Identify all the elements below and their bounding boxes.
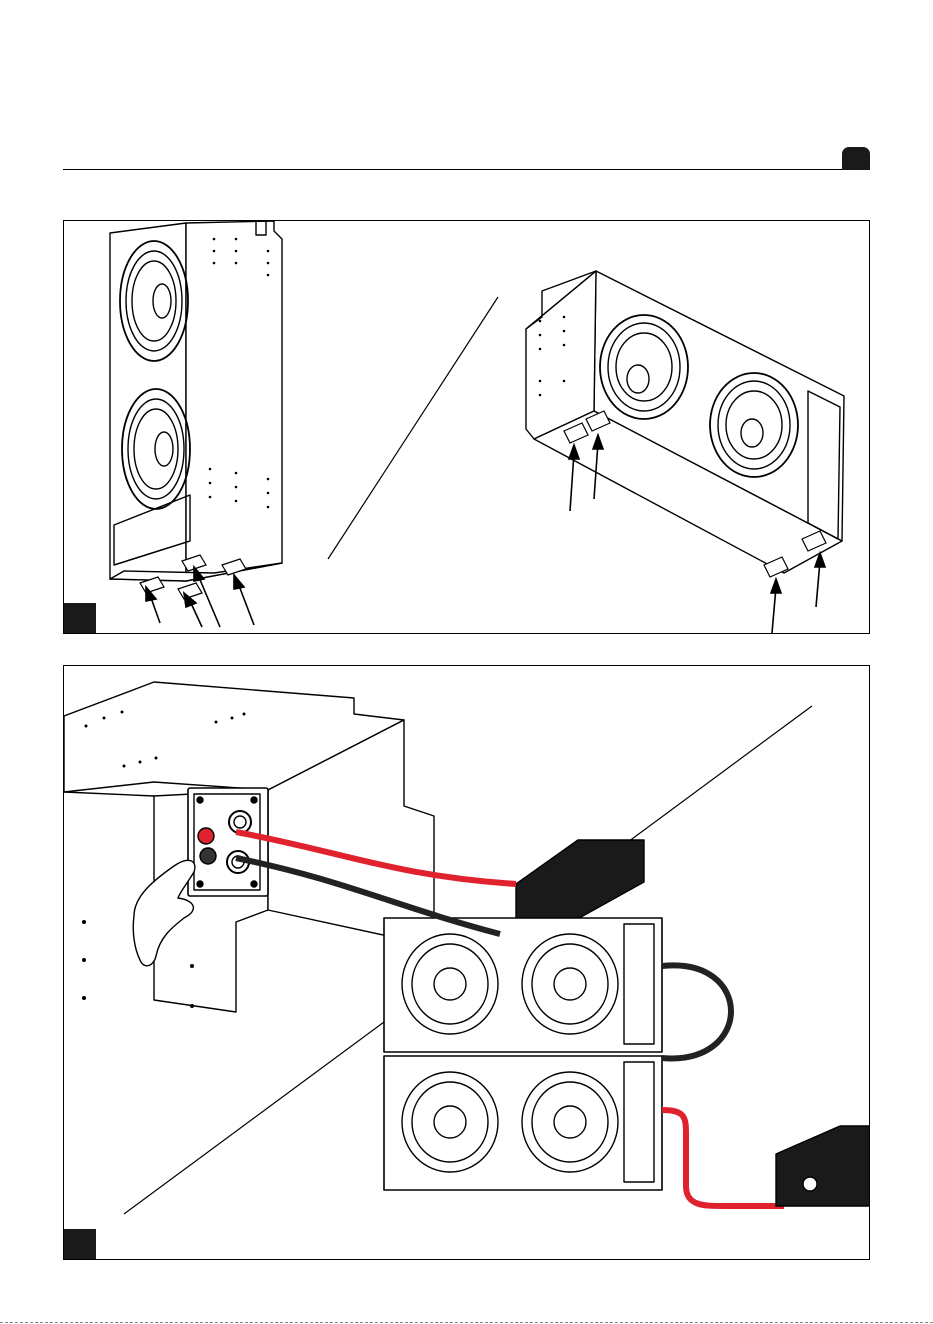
- figure-1-divider: [328, 297, 498, 559]
- figure-panel-1: [63, 220, 870, 634]
- vertical-cabinet-front: [110, 223, 186, 581]
- red-plug: [198, 828, 214, 844]
- black-plug: [200, 848, 216, 864]
- amplifier-bottom: [776, 1126, 870, 1206]
- figure-1-illustration: [64, 221, 870, 634]
- figure-2-illustration: [64, 666, 870, 1260]
- amplifier-top: [516, 840, 644, 922]
- page-number-badge: [842, 147, 870, 170]
- horizontal-cabinet-side: [526, 271, 596, 439]
- black-link-cable: [662, 965, 731, 1058]
- figure-1-label-tab: [64, 603, 96, 633]
- figure-panel-2: [63, 665, 870, 1260]
- red-lower-cable: [662, 1110, 784, 1206]
- lower-stacked-cabinet: [384, 1056, 662, 1190]
- foot-pad: [178, 583, 202, 599]
- upper-stacked-cabinet: [384, 918, 662, 1052]
- header-rule: [63, 169, 870, 170]
- page-bottom-guide: [0, 1322, 933, 1323]
- figure-2-label-tab: [64, 1229, 96, 1259]
